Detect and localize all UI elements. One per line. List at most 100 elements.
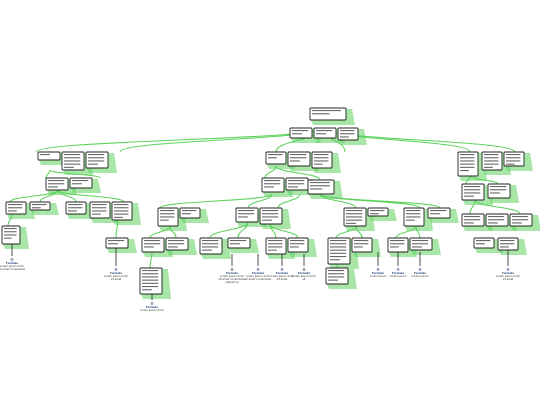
concept-node[interactable] bbox=[165, 237, 197, 255]
concept-node[interactable] bbox=[141, 237, 173, 257]
concept-node[interactable] bbox=[69, 177, 101, 193]
node-text-line bbox=[160, 216, 175, 218]
node-text-line bbox=[142, 282, 159, 284]
gear-icon: ⚙ bbox=[280, 267, 284, 272]
node-box bbox=[367, 207, 389, 217]
formula-note-title: Formula bbox=[502, 272, 514, 275]
concept-node[interactable] bbox=[287, 151, 319, 171]
node-text-line bbox=[288, 183, 305, 185]
node-text-line bbox=[346, 219, 363, 221]
node-text-line bbox=[314, 157, 329, 159]
concept-node[interactable] bbox=[409, 237, 441, 255]
connector-lines bbox=[7, 127, 521, 269]
concept-node[interactable] bbox=[261, 177, 293, 197]
concept-node[interactable] bbox=[61, 151, 93, 175]
node-text-line bbox=[354, 243, 369, 245]
node-text-line bbox=[464, 186, 481, 188]
concept-node[interactable] bbox=[287, 237, 317, 257]
node-box bbox=[503, 151, 525, 167]
node-text-line bbox=[262, 210, 279, 212]
formula-note-title: Formula bbox=[226, 272, 238, 275]
node-text-line bbox=[340, 136, 349, 138]
node-text-line bbox=[290, 160, 300, 162]
concept-node[interactable] bbox=[1, 225, 29, 249]
node-text-line bbox=[114, 216, 123, 218]
node-text-line bbox=[328, 273, 345, 275]
node-text-line bbox=[290, 154, 307, 156]
node-text-line bbox=[464, 195, 474, 197]
node-text-line bbox=[490, 189, 507, 191]
concept-node[interactable] bbox=[179, 207, 209, 223]
node-text-line bbox=[312, 113, 330, 115]
node-text-line bbox=[412, 240, 429, 242]
concept-node[interactable] bbox=[29, 201, 59, 215]
concept-node[interactable] bbox=[37, 151, 69, 165]
concept-node[interactable] bbox=[227, 237, 259, 253]
concept-node[interactable] bbox=[307, 179, 343, 199]
concept-node[interactable] bbox=[487, 183, 519, 203]
concept-node[interactable] bbox=[343, 207, 375, 231]
concept-node[interactable] bbox=[497, 237, 527, 255]
concept-node[interactable] bbox=[325, 267, 357, 289]
node-text-line bbox=[430, 213, 440, 215]
node-text-line bbox=[340, 133, 355, 135]
node-text-line bbox=[328, 270, 345, 272]
concept-node[interactable] bbox=[509, 213, 540, 231]
concept-node[interactable] bbox=[313, 127, 345, 143]
concept-node[interactable] bbox=[309, 107, 355, 125]
concept-node[interactable] bbox=[5, 201, 35, 219]
concept-node[interactable] bbox=[351, 237, 381, 257]
concept-node[interactable] bbox=[337, 127, 367, 145]
node-text-line bbox=[390, 243, 405, 245]
formula-note-text: Lorem ipsum dolor sit amet consectetur a… bbox=[218, 275, 246, 285]
concept-node[interactable] bbox=[403, 207, 433, 231]
node-text-line bbox=[92, 207, 107, 209]
gear-icon: ⚙ bbox=[506, 267, 510, 272]
node-text-line bbox=[68, 210, 77, 212]
concept-node[interactable] bbox=[105, 237, 137, 253]
concept-node[interactable] bbox=[65, 201, 95, 219]
concept-node[interactable] bbox=[289, 127, 321, 143]
gear-icon: ⚙ bbox=[114, 267, 118, 272]
formula-note-title: Formula bbox=[414, 272, 426, 275]
formula-note-text: Lorem ipsum dolor sit amet bbox=[495, 275, 521, 282]
formula-note-text: Lorem ipsum dolor bbox=[139, 309, 165, 313]
concept-node[interactable] bbox=[503, 151, 533, 171]
concept-node[interactable] bbox=[427, 207, 459, 223]
concept-node[interactable] bbox=[259, 207, 291, 229]
concept-node[interactable] bbox=[367, 207, 397, 221]
node-text-line bbox=[406, 219, 415, 221]
concept-node[interactable] bbox=[111, 201, 141, 225]
concept-node[interactable] bbox=[85, 151, 117, 173]
concept-node[interactable] bbox=[485, 213, 517, 231]
concept-node[interactable] bbox=[199, 237, 231, 259]
node-box bbox=[351, 237, 373, 253]
node-text-line bbox=[460, 166, 475, 168]
concept-node[interactable] bbox=[473, 237, 503, 253]
formula-note-title: Formula bbox=[146, 306, 158, 309]
node-text-line bbox=[330, 243, 347, 245]
formula-note-text: Lorem ipsum bbox=[369, 275, 387, 279]
concept-node[interactable] bbox=[461, 213, 493, 231]
concept-node[interactable] bbox=[139, 267, 171, 299]
node-text-line bbox=[310, 182, 330, 184]
node-text-line bbox=[460, 154, 475, 156]
node-text-line bbox=[346, 216, 363, 218]
concept-node[interactable] bbox=[45, 177, 77, 195]
node-text-line bbox=[292, 133, 302, 135]
concept-node[interactable] bbox=[461, 183, 493, 205]
node-text-line bbox=[330, 256, 347, 258]
node-text-line bbox=[314, 154, 329, 156]
concept-node[interactable] bbox=[327, 237, 359, 269]
node-text-line bbox=[68, 204, 83, 206]
node-text-line bbox=[202, 240, 219, 242]
concept-node[interactable] bbox=[235, 207, 267, 227]
concept-node[interactable] bbox=[457, 151, 487, 181]
concept-node[interactable] bbox=[311, 151, 341, 173]
node-text-line bbox=[262, 213, 279, 215]
node-text-line bbox=[288, 186, 298, 188]
node-text-line bbox=[330, 246, 347, 248]
node-text-line bbox=[346, 213, 363, 215]
